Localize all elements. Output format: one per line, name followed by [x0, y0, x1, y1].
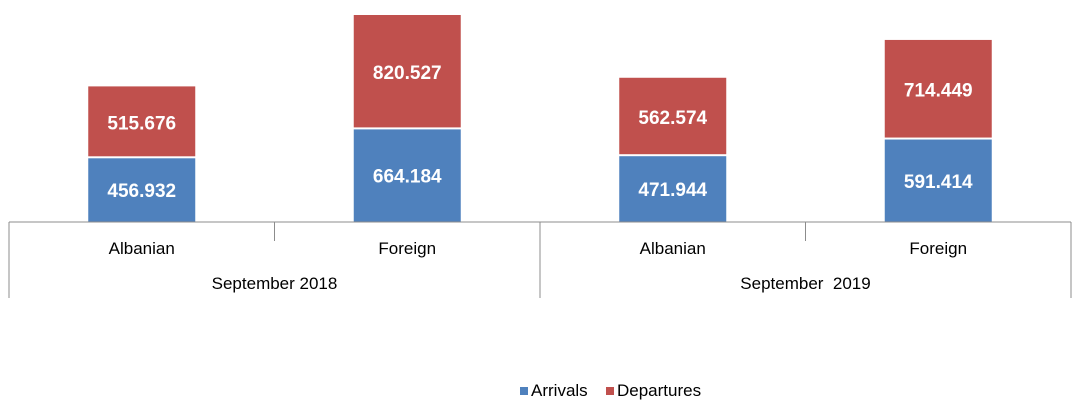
legend: Arrivals Departures: [520, 381, 701, 400]
departures-value-label-3: 714.449: [904, 81, 973, 102]
bars-layer: 456.932 515.676 664.184 820.527 471.944 562.5…: [88, 15, 992, 222]
category-axis: [8, 221, 1072, 298]
departures-value-label-0: 515.676: [107, 113, 176, 134]
arrivals-bar-1: [353, 129, 461, 222]
arrivals-value-label-1: 664.184: [373, 167, 442, 188]
legend-label-arrivals: Arrivals: [531, 381, 588, 400]
legend-swatch-departures: [606, 387, 614, 395]
group-label-0: September 2018: [212, 274, 338, 293]
category-labels: Albanian Foreign Albanian ForeignSeptember …: [109, 239, 967, 293]
arrivals-bar-0: [88, 158, 196, 222]
arrivals-bar-3: [884, 139, 992, 222]
category-label-0: Albanian: [109, 239, 175, 258]
arrivals-value-label-2: 471.944: [638, 180, 707, 201]
departures-bar-1: [353, 15, 461, 128]
departures-bar-0: [88, 86, 196, 157]
departures-bar-3: [884, 39, 992, 138]
departures-bar-2: [619, 77, 727, 155]
arrivals-value-label-3: 591.414: [904, 172, 973, 193]
group-label-1: September 2019: [740, 274, 870, 293]
departures-value-label-1: 820.527: [373, 63, 442, 84]
category-label-3: Foreign: [909, 239, 967, 258]
category-label-1: Foreign: [378, 239, 436, 258]
arrivals-value-label-0: 456.932: [107, 181, 176, 202]
category-label-2: Albanian: [640, 239, 706, 258]
departures-value-label-2: 562.574: [638, 108, 707, 129]
arrivals-bar-2: [619, 156, 727, 222]
legend-swatch-arrivals: [520, 387, 528, 395]
legend-label-departures: Departures: [617, 381, 701, 400]
